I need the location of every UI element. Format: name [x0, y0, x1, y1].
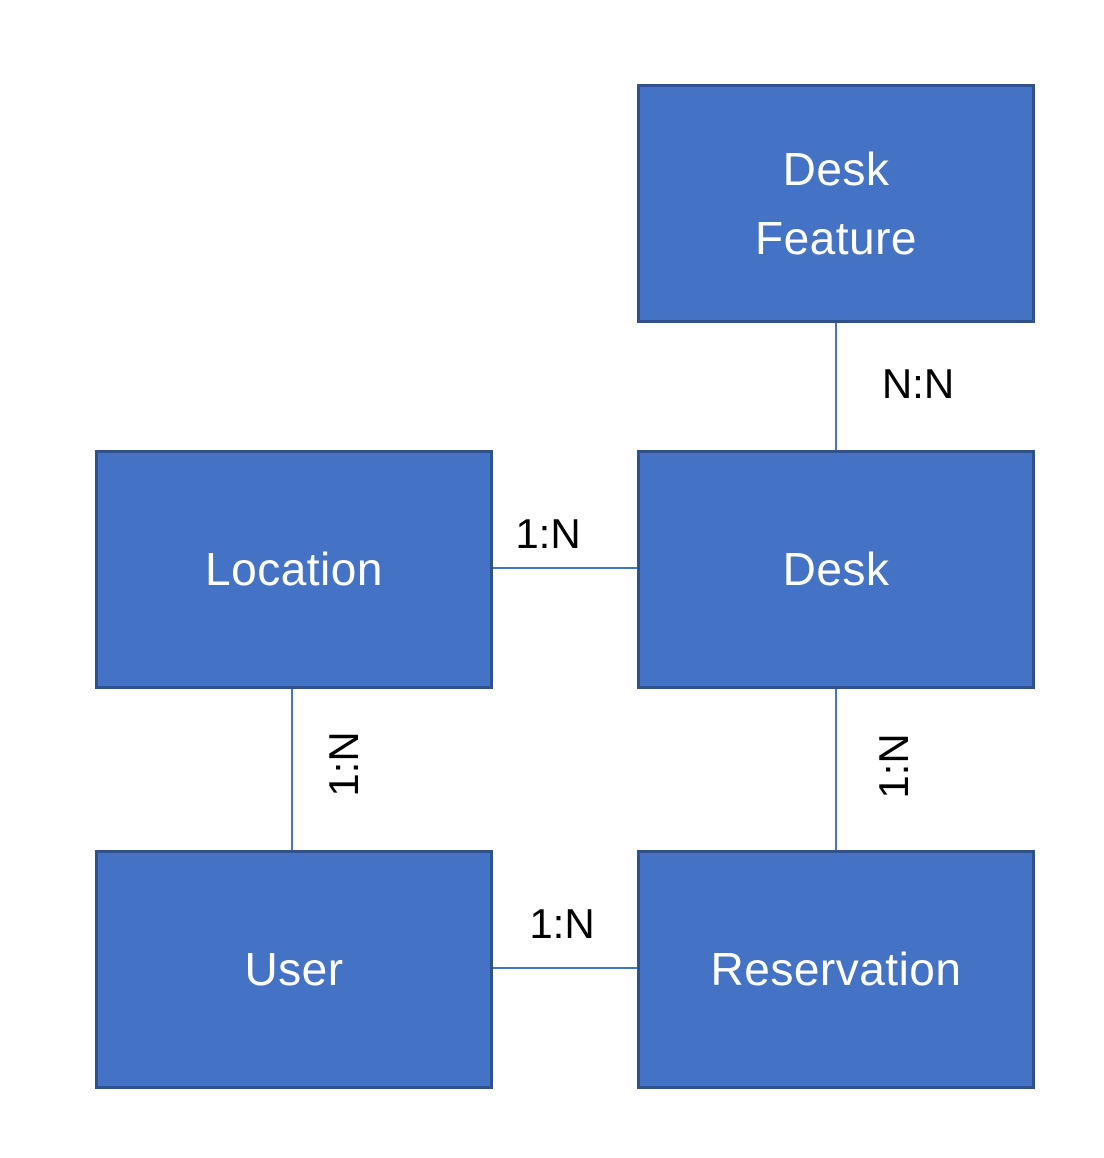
entity-user: User [95, 850, 493, 1089]
entity-reservation: Reservation [637, 850, 1035, 1089]
connector-desk-reservation [835, 689, 837, 850]
entity-desk-label: Desk [782, 543, 890, 595]
connector-location-user [291, 689, 293, 850]
entity-location: Location [95, 450, 493, 689]
entity-desk-feature: Desk Feature [637, 84, 1035, 323]
cardinality-label-location-desk: 1:N [515, 510, 581, 557]
connector-desk-feature-desk [835, 323, 837, 450]
entity-location-label: Location [205, 543, 383, 595]
cardinality-label-user-reservation: 1:N [529, 900, 595, 947]
connector-location-desk [493, 567, 637, 569]
cardinality-label-desk-reservation: 1:N [870, 733, 917, 799]
entity-desk-feature-label: Desk Feature [754, 142, 918, 264]
entity-reservation-label: Reservation [710, 943, 962, 995]
connector-user-reservation [493, 967, 637, 969]
entity-desk: Desk [637, 450, 1035, 689]
cardinality-label-desk-feature-desk: N:N [881, 360, 955, 407]
entity-user-label: User [244, 943, 344, 995]
cardinality-label-location-user: 1:N [320, 731, 367, 797]
